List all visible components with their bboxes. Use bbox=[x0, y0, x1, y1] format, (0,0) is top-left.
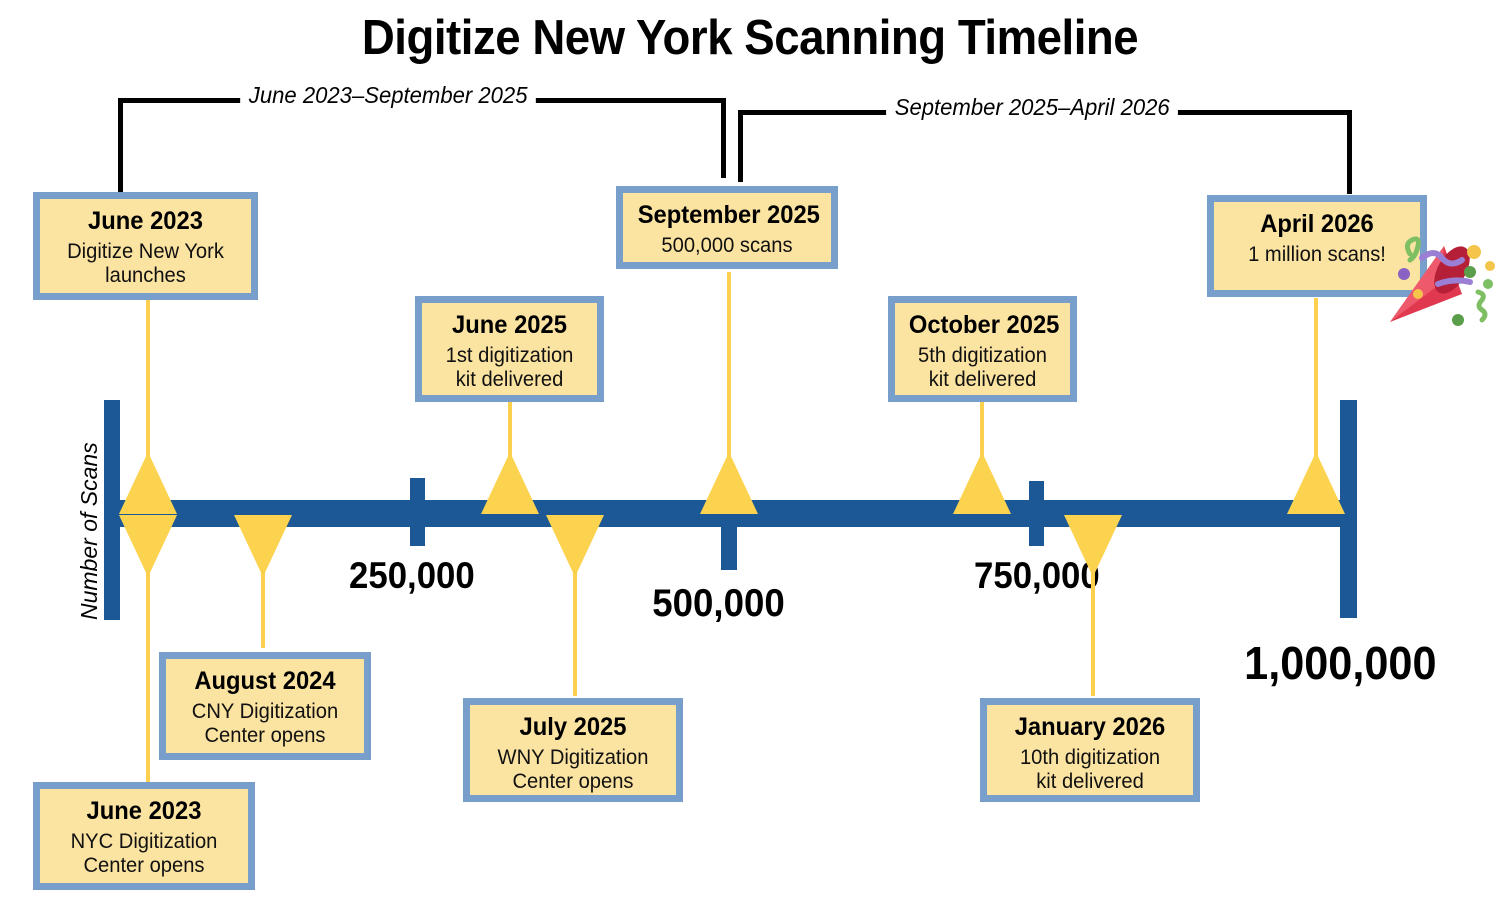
event-card-june-2025[interactable]: June 2025 1st digitization kit delivered bbox=[415, 296, 604, 402]
marker-triangle-up bbox=[119, 452, 177, 514]
axis-tick-label-1000000: 1,000,000 bbox=[1244, 637, 1437, 689]
event-card-april-2026[interactable]: April 2026 1 million scans! bbox=[1207, 195, 1427, 297]
event-card-june-2023-nyc[interactable]: June 2023 NYC Digitization Center opens bbox=[33, 782, 255, 890]
phase-label-1: June 2023–September 2025 bbox=[240, 82, 537, 109]
axis-tick-label-250000: 250,000 bbox=[349, 555, 475, 596]
phase-bracket-1: June 2023–September 2025 bbox=[118, 82, 726, 206]
event-description: 1st digitization kit delivered bbox=[445, 343, 574, 392]
marker-stem bbox=[1091, 570, 1095, 696]
marker-triangle-down bbox=[234, 515, 292, 577]
event-description: WNY Digitization Center opens bbox=[497, 745, 649, 794]
phase-bracket-2: September 2025–April 2026 bbox=[738, 94, 1352, 194]
axis-tick-250000 bbox=[410, 478, 425, 546]
marker-stem bbox=[146, 298, 150, 466]
event-date: April 2026 bbox=[1260, 210, 1374, 238]
event-date: January 2026 bbox=[1014, 713, 1166, 741]
marker-stem bbox=[573, 570, 577, 696]
phase-label-2: September 2025–April 2026 bbox=[886, 94, 1179, 121]
event-date: June 2023 bbox=[88, 207, 203, 235]
marker-stem bbox=[261, 570, 265, 648]
bracket-left-leg bbox=[118, 98, 123, 206]
event-description: 1 million scans! bbox=[1248, 242, 1386, 266]
bracket-left-leg bbox=[738, 110, 743, 182]
axis-tick-label-500000: 500,000 bbox=[652, 582, 785, 625]
page-title: Digitize New York Scanning Timeline bbox=[361, 11, 1139, 65]
marker-stem bbox=[980, 398, 984, 468]
marker-triangle-down bbox=[546, 515, 604, 577]
event-card-august-2024[interactable]: August 2024 CNY Digitization Center open… bbox=[159, 652, 371, 760]
bracket-right-leg bbox=[1347, 110, 1352, 194]
axis-y-label: Number of Scans bbox=[76, 442, 102, 620]
marker-stem bbox=[508, 398, 512, 468]
event-card-october-2025[interactable]: October 2025 5th digitization kit delive… bbox=[888, 296, 1077, 402]
event-description: 5th digitization kit delivered bbox=[918, 343, 1047, 392]
event-description: 10th digitization kit delivered bbox=[1019, 745, 1161, 794]
marker-triangle-down bbox=[119, 515, 177, 577]
event-date: October 2025 bbox=[908, 311, 1060, 339]
event-card-july-2025[interactable]: July 2025 WNY Digitization Center opens bbox=[463, 698, 683, 802]
marker-stem bbox=[146, 570, 150, 785]
event-date: June 2023 bbox=[86, 797, 202, 825]
event-date: June 2025 bbox=[452, 311, 567, 339]
event-description: NYC Digitization Center opens bbox=[70, 829, 218, 878]
marker-triangle-up bbox=[1287, 452, 1345, 514]
marker-stem bbox=[727, 272, 731, 468]
axis-tick-750000 bbox=[1029, 481, 1044, 546]
event-card-january-2026[interactable]: January 2026 10th digitization kit deliv… bbox=[980, 698, 1200, 802]
party-popper-icon bbox=[1382, 222, 1500, 334]
event-date: August 2024 bbox=[194, 667, 336, 695]
event-card-september-2025[interactable]: September 2025 500,000 scans bbox=[616, 186, 838, 269]
bracket-right-leg bbox=[721, 98, 726, 178]
event-date: September 2025 bbox=[637, 201, 820, 229]
event-card-june-2023-launch[interactable]: June 2023 Digitize New York launches bbox=[33, 192, 258, 300]
marker-triangle-down bbox=[1064, 515, 1122, 577]
event-date: July 2025 bbox=[519, 713, 627, 741]
event-description: CNY Digitization Center opens bbox=[191, 699, 339, 748]
axis-tick-500000 bbox=[721, 500, 737, 570]
marker-triangle-up bbox=[700, 452, 758, 514]
marker-stem bbox=[1314, 298, 1318, 468]
event-description: Digitize New York launches bbox=[67, 239, 224, 288]
marker-triangle-up bbox=[481, 452, 539, 514]
event-description: 500,000 scans bbox=[661, 233, 793, 257]
marker-triangle-up bbox=[953, 452, 1011, 514]
